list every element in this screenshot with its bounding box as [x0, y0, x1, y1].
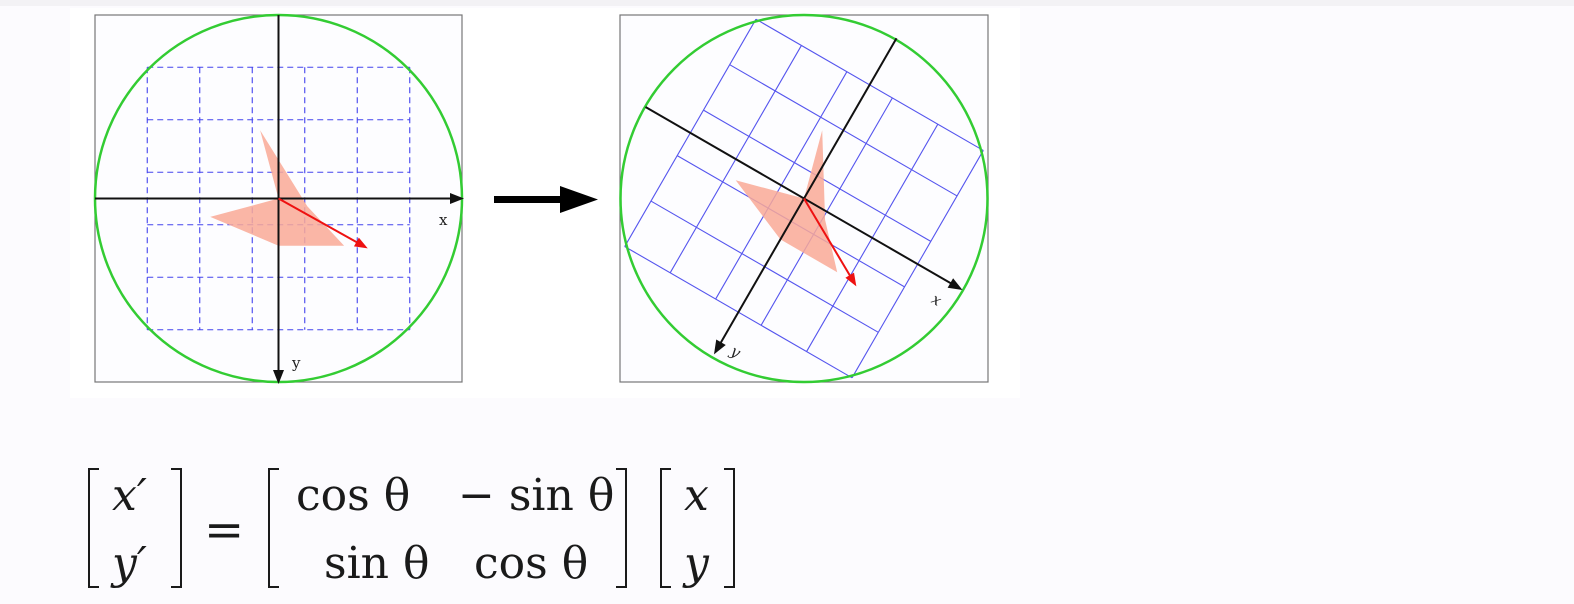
left-x-label: x — [439, 211, 448, 229]
matrix-cell-cos-22: cos θ — [474, 538, 589, 589]
left-y-label: y — [291, 354, 301, 372]
right-bounding-circle — [619, 13, 989, 384]
matrix-cell-sin-21: sin θ — [324, 538, 430, 589]
transition-arrow — [494, 186, 598, 213]
left-red-vector — [278, 197, 360, 245]
equals-sign: = — [204, 502, 245, 558]
left-x-axis-arrowhead — [450, 193, 464, 204]
right-panel: x y — [619, 13, 989, 384]
right-x-axis — [645, 106, 955, 286]
matrix-cell-neg-sin-12: − sin θ — [458, 470, 615, 521]
rhs-bracket-left — [660, 468, 671, 588]
left-y-axis-arrowhead — [273, 370, 284, 384]
right-x-axis-arrowhead — [947, 278, 963, 290]
right-red-vector-arrowhead — [845, 272, 857, 287]
right-red-vector — [803, 197, 853, 279]
rotation-diagram: x y x y — [93, 13, 989, 384]
rhs-y: y — [684, 538, 709, 589]
lhs-y-prime: y′ — [112, 538, 147, 589]
lhs-x-prime: x′ — [112, 470, 147, 521]
top-divider — [0, 0, 1574, 6]
rotated-arrow-shape — [735, 130, 838, 273]
left-red-vector-arrowhead — [353, 237, 368, 249]
matrix-bracket-right — [616, 468, 627, 588]
rhs-bracket-right — [724, 468, 735, 588]
right-y-axis — [718, 37, 898, 347]
left-panel: x y — [93, 13, 464, 384]
lhs-bracket-right — [171, 468, 182, 588]
lhs-bracket-left — [88, 468, 99, 588]
left-axes — [95, 15, 455, 376]
right-axes — [645, 37, 955, 347]
matrix-bracket-left — [268, 468, 279, 588]
rhs-x: x — [684, 470, 709, 521]
matrix-cell-cos-11: cos θ — [296, 470, 411, 521]
right-y-axis-arrowhead — [714, 339, 726, 355]
